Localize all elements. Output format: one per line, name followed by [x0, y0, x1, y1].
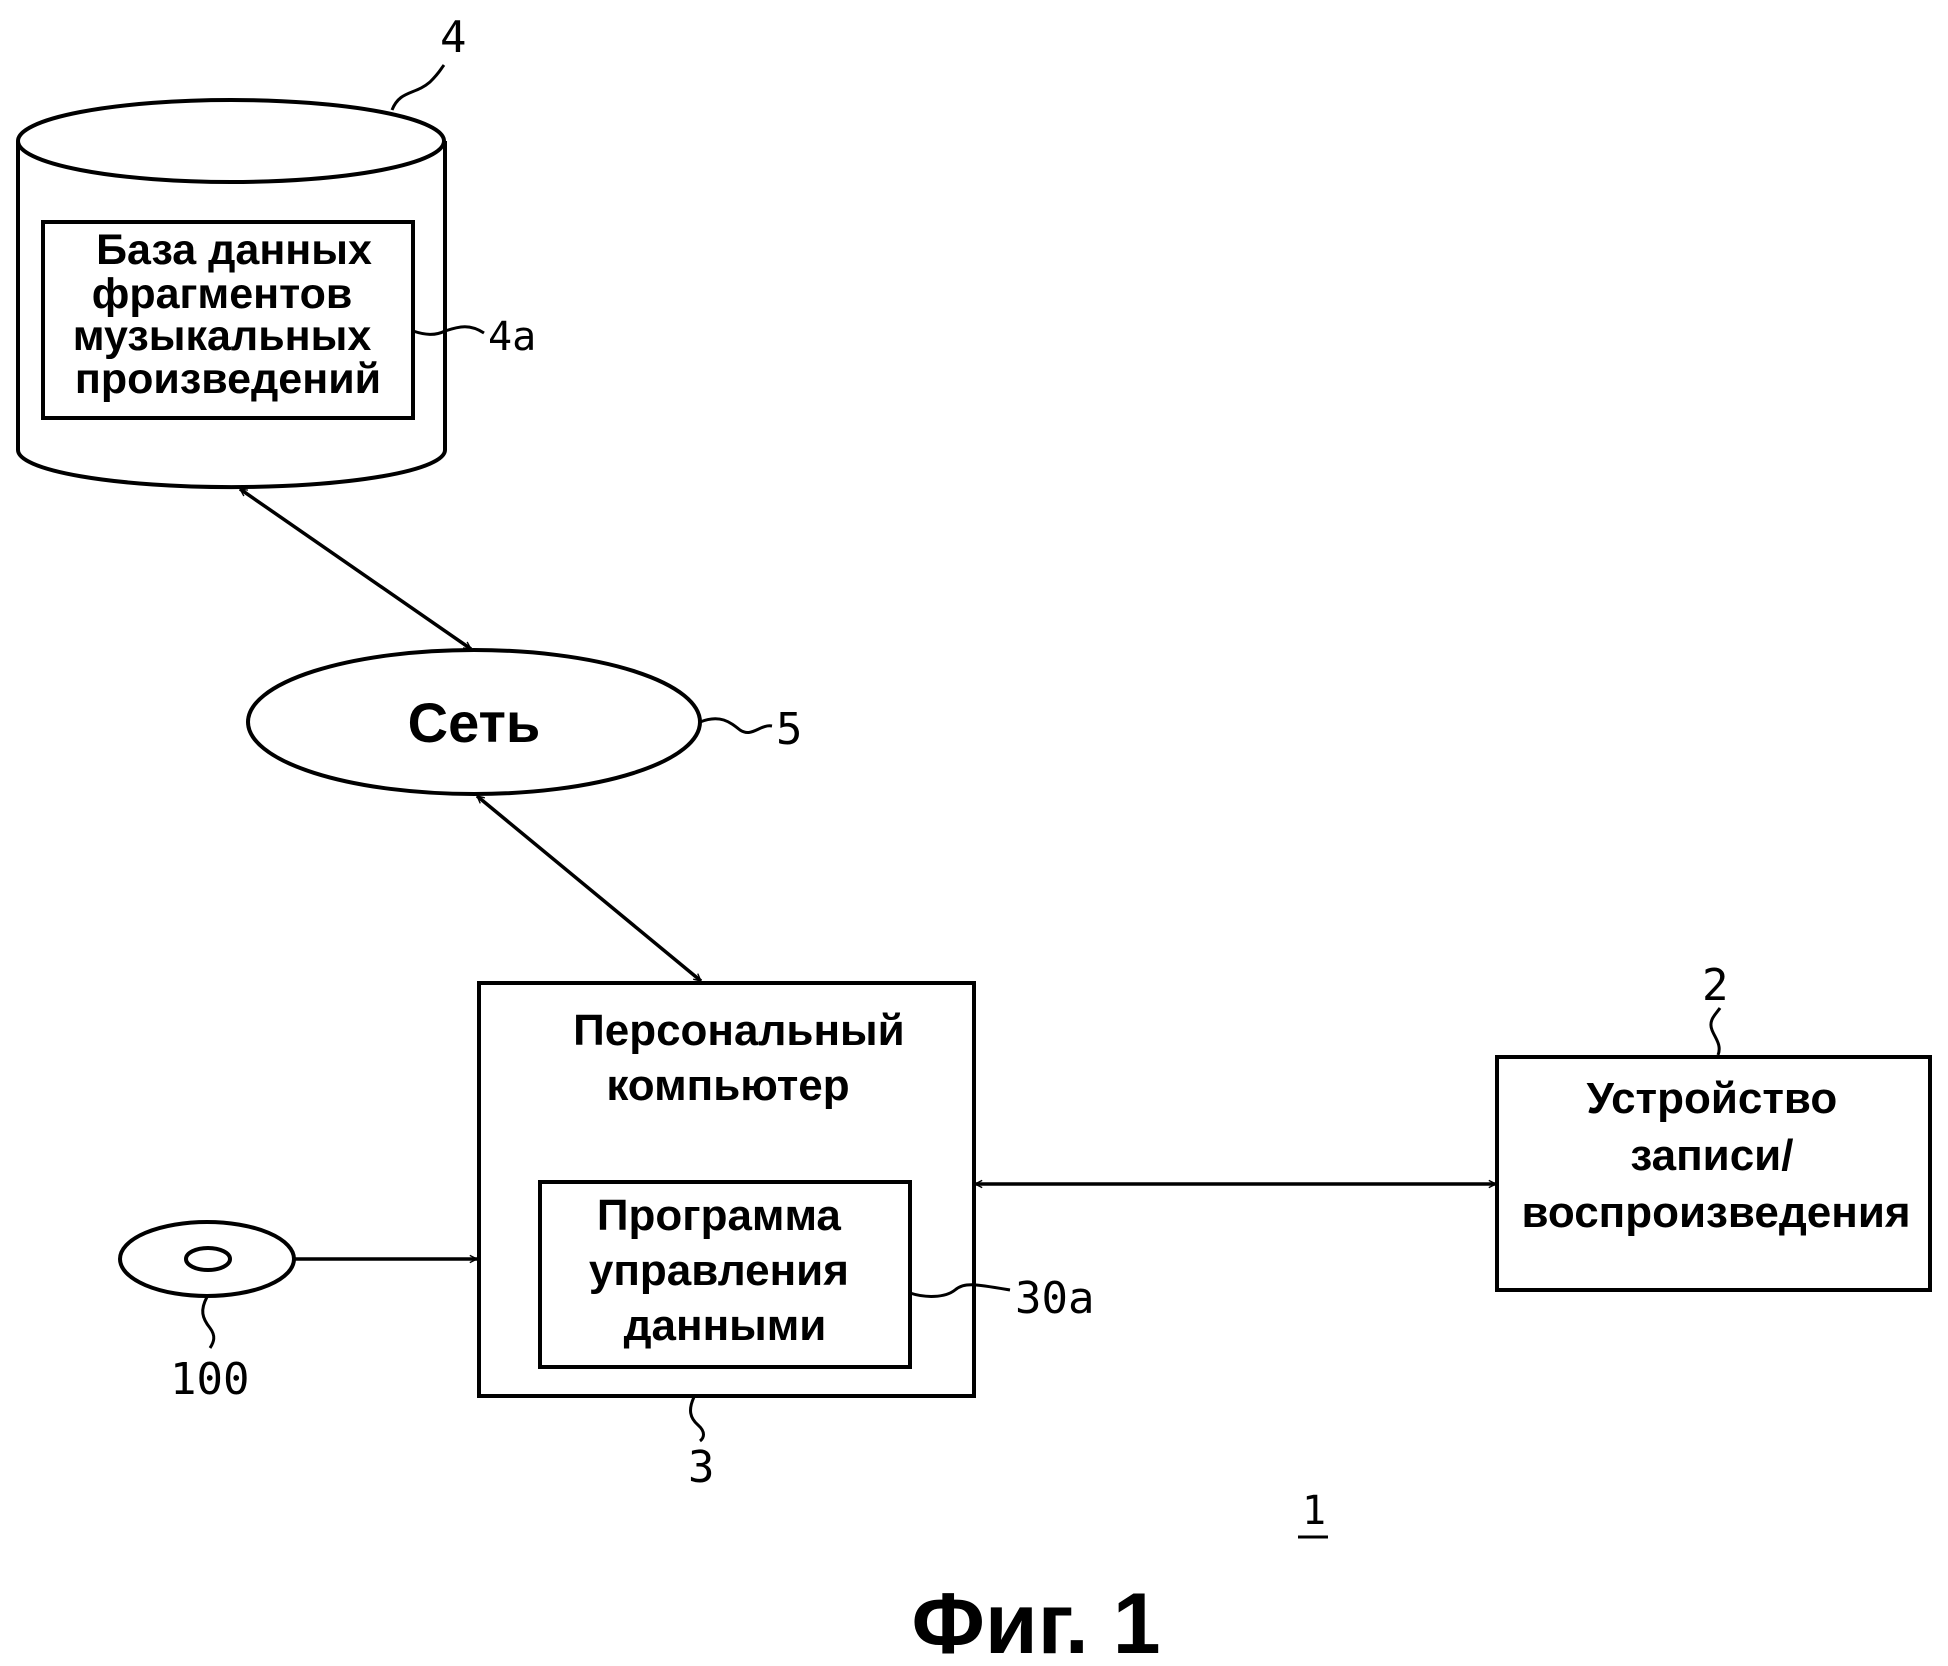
- network-ref: 5: [776, 704, 803, 755]
- disc-ref-leader: [201, 1296, 216, 1349]
- device-node: Устройство записи/ воспроизведения 2: [1495, 960, 1932, 1292]
- database-ref-leader: [390, 64, 446, 111]
- figure-caption: Фиг. 1: [911, 1576, 1160, 1666]
- program-label: Программа управления данными: [589, 1191, 861, 1350]
- db-network-arrow: [240, 487, 471, 651]
- computer-label-line: компьютер: [606, 1061, 849, 1110]
- program-box: [538, 1180, 912, 1369]
- database-label: База данных фрагментов музыкальных произ…: [73, 226, 384, 403]
- inner-ref-leader: [412, 325, 485, 336]
- database-cylinder: База данных фрагментов музыкальных произ…: [16, 12, 536, 490]
- database-inner-ref: 4a: [488, 314, 536, 360]
- device-box: [1495, 1055, 1932, 1292]
- computer-label-line: Персональный: [573, 1006, 905, 1055]
- network-label: Сеть: [408, 691, 541, 754]
- disc-node: 100: [118, 1220, 296, 1405]
- program-ref: 30a: [1015, 1273, 1094, 1324]
- program-label-line: Программа: [597, 1191, 842, 1240]
- database-label-line: музыкальных: [73, 312, 372, 360]
- system-ref: 1: [1302, 1488, 1326, 1534]
- database-label-line: База данных: [96, 226, 372, 274]
- device-label-line: воспроизведения: [1521, 1188, 1910, 1237]
- database-label-line: произведений: [75, 355, 381, 403]
- computer-ref-leader: [689, 1396, 705, 1443]
- network-node: Сеть 5: [246, 648, 803, 796]
- disc-ref: 100: [170, 1354, 249, 1405]
- program-ref-leader: [909, 1283, 1011, 1298]
- device-ref: 2: [1702, 960, 1729, 1011]
- device-label-line: Устройство: [1586, 1074, 1837, 1123]
- device-label: Устройство записи/ воспроизведения: [1521, 1074, 1910, 1237]
- computer-label: Персональный компьютер: [573, 1006, 917, 1110]
- computer-ref: 3: [688, 1442, 715, 1493]
- disc-hole-icon: [184, 1246, 232, 1272]
- database-inner-box: [41, 220, 415, 420]
- database-ref: 4: [440, 12, 467, 63]
- database-label-line: фрагментов: [92, 270, 353, 318]
- cylinder-top: [16, 98, 446, 184]
- network-ref-leader: [699, 717, 773, 734]
- computer-node: Персональный компьютер Программа управле…: [477, 981, 1094, 1493]
- device-ref-leader: [1709, 1007, 1722, 1056]
- program-label-line: данными: [624, 1301, 827, 1350]
- device-label-line: записи/: [1630, 1131, 1793, 1180]
- program-label-line: управления: [589, 1246, 849, 1295]
- network-pc-arrow: [477, 794, 701, 983]
